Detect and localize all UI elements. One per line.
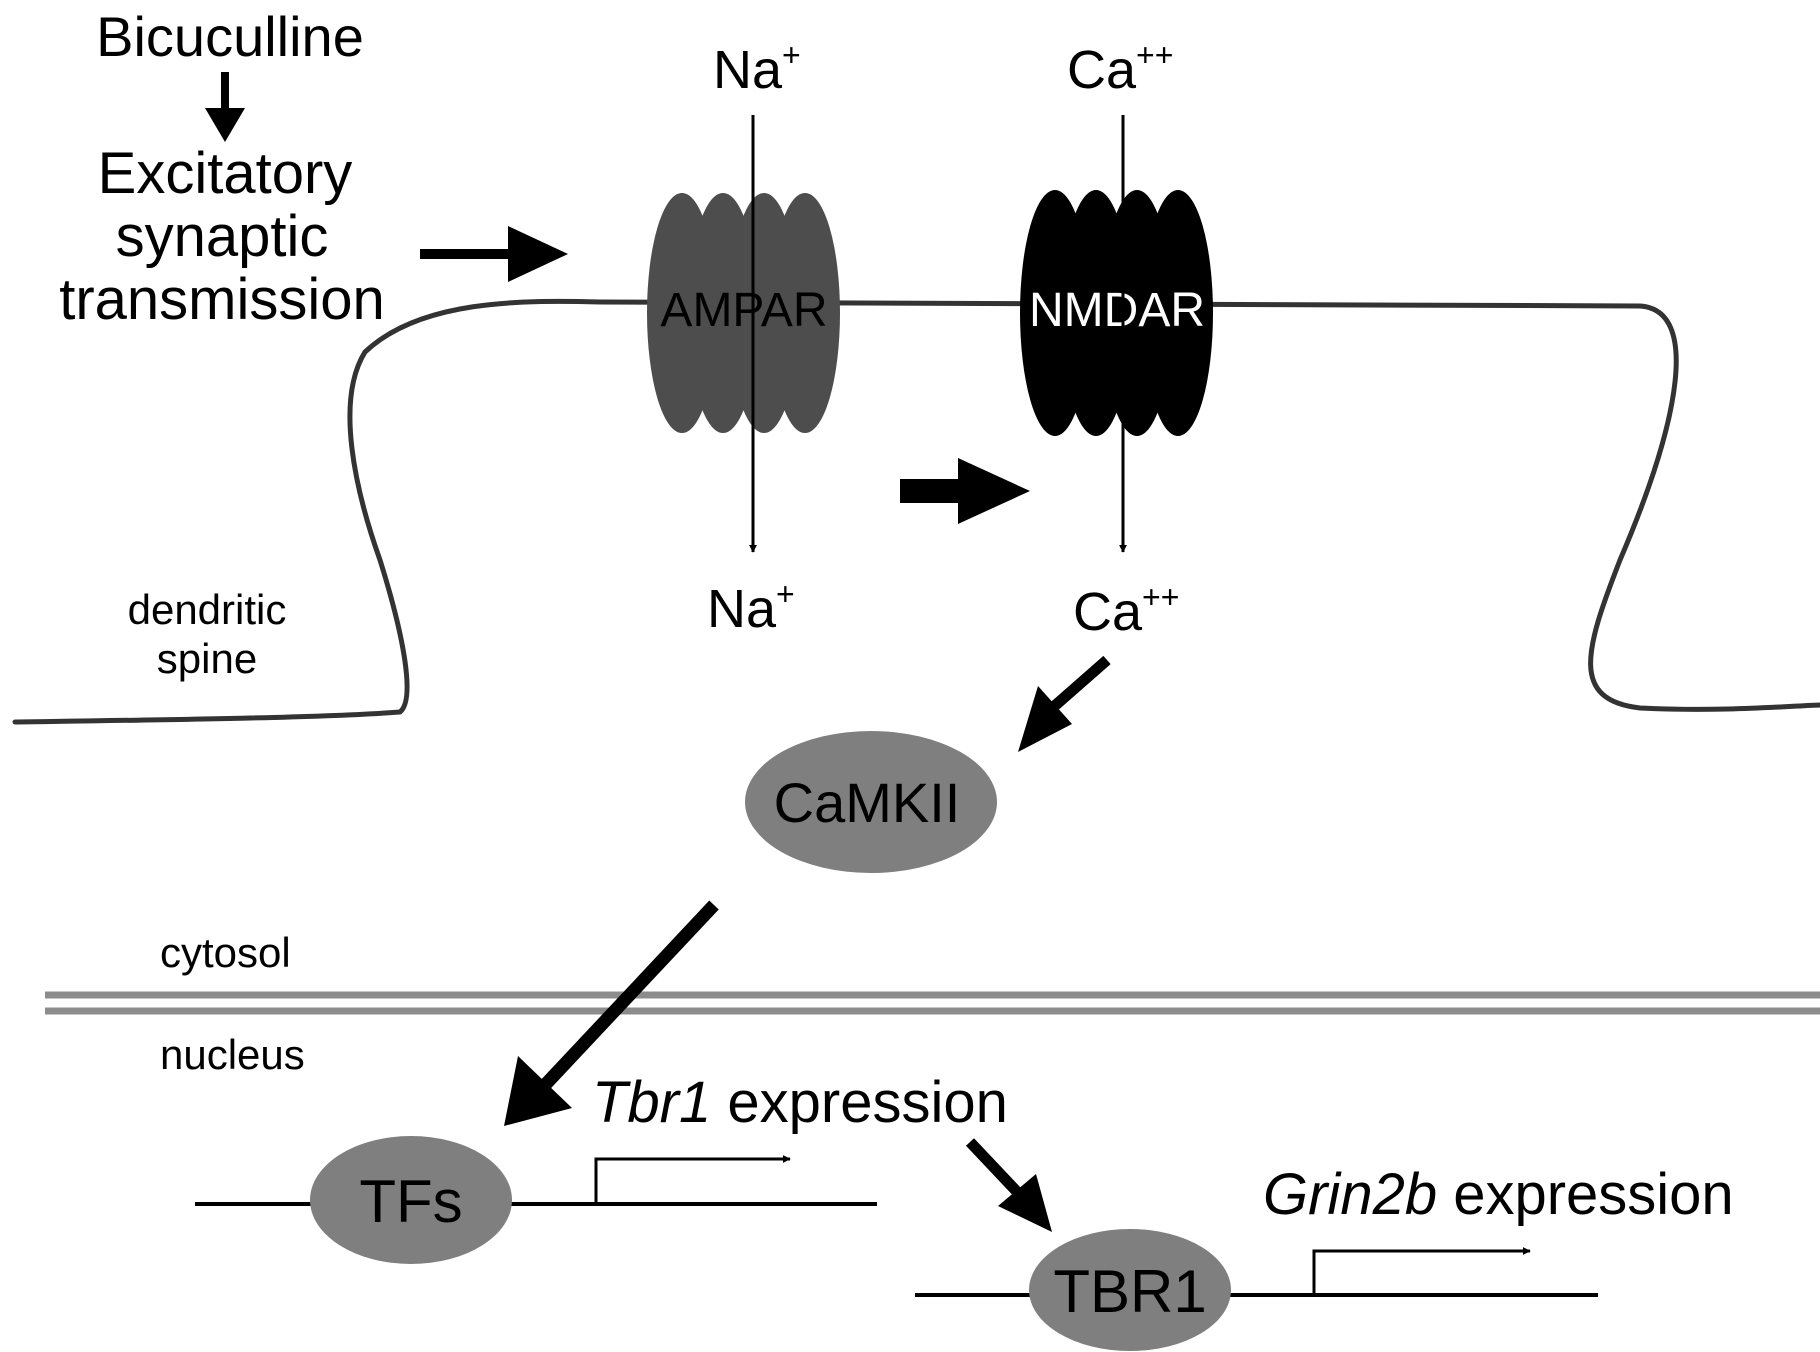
nuclear-envelope <box>45 991 1820 1015</box>
ca-inside-base: Ca <box>1073 582 1143 642</box>
na-inside-base: Na <box>707 579 777 639</box>
ca-inside-label: Ca++ <box>1073 579 1179 642</box>
na-inside-label: Na+ <box>707 576 795 639</box>
camkii-to-tfs-arrow <box>504 900 719 1126</box>
bicuculline-arrow <box>205 72 245 142</box>
nmdar-receptor <box>1020 190 1213 436</box>
ca-outside-label: Ca++ <box>1067 37 1173 100</box>
na-outside-charge: + <box>782 37 801 73</box>
ca-outside-charge: ++ <box>1136 37 1173 73</box>
grin2b-gene-name: Grin2b <box>1263 1162 1437 1227</box>
ca-inside-charge: ++ <box>1142 579 1179 615</box>
ampar-receptor <box>647 193 840 433</box>
dendritic-spine-label-line-1: dendritic <box>128 586 287 633</box>
ampar-to-nmdar-arrow <box>900 458 1030 524</box>
stimulus-line-2: synaptic <box>116 204 329 269</box>
ca-outside-base: Ca <box>1067 40 1137 100</box>
na-outside-base: Na <box>713 40 783 100</box>
dendritic-spine-label-line-2: spine <box>157 635 257 682</box>
nmdar-label: NMDAR <box>1029 284 1205 337</box>
tfs-protein <box>310 1136 512 1264</box>
grin2b-expression-suffix: expression <box>1437 1162 1734 1227</box>
tbr1-protein <box>1029 1229 1231 1351</box>
stimulus-line-1: Excitatory <box>98 141 353 206</box>
tbr1-transcription-start-arrow <box>594 1155 791 1204</box>
camkii-protein <box>745 731 997 873</box>
cytosol-label: cytosol <box>160 929 291 976</box>
tbr1-expression-label: Tbr1 expression <box>592 1070 1008 1135</box>
nucleus-label: nucleus <box>160 1031 305 1078</box>
bicuculline-label: Bicuculline <box>96 5 364 68</box>
stimulus-line-3: transmission <box>59 267 385 332</box>
grin2b-transcription-start-arrow <box>1312 1247 1531 1295</box>
spine-membrane <box>12 298 1820 725</box>
grin2b-expression-label: Grin2b expression <box>1263 1162 1734 1227</box>
ampar-label: AMPAR <box>660 284 827 337</box>
tbr1-expression-suffix: expression <box>711 1070 1008 1135</box>
tbr1-to-protein-arrow <box>965 1138 1052 1232</box>
tfs-label: TFs <box>359 1168 462 1235</box>
na-outside-label: Na+ <box>713 37 801 100</box>
ca-to-camkii-arrow <box>1018 655 1111 752</box>
na-inside-charge: + <box>776 576 795 612</box>
camkii-label: CaMKII <box>774 771 961 834</box>
stimulus-to-ampar-arrow <box>420 226 568 282</box>
tbr1-protein-label: TBR1 <box>1053 1258 1206 1325</box>
tbr1-gene-name: Tbr1 <box>592 1070 711 1135</box>
